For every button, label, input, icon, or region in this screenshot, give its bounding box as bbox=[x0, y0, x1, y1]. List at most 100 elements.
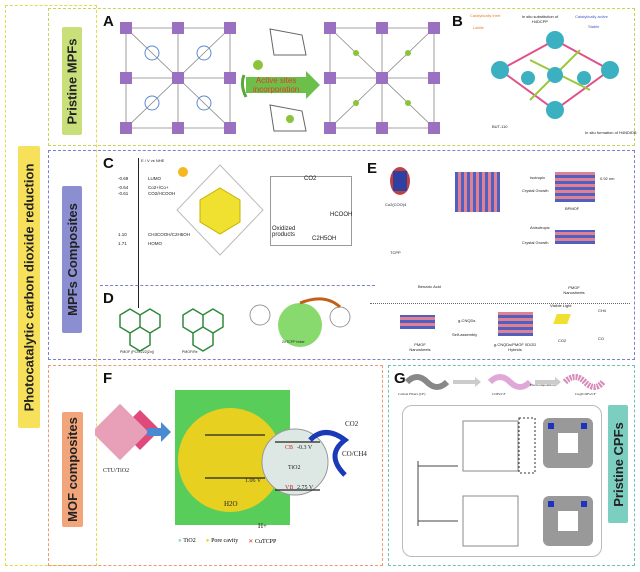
panel-pristine-cpfs bbox=[388, 365, 635, 566]
label: Isotropic bbox=[530, 175, 546, 180]
bpmof-icon bbox=[555, 172, 595, 202]
section-label: Pristine CPFs bbox=[608, 405, 628, 523]
label: Crystal Growth bbox=[522, 240, 549, 245]
axis-label: E / V vs NHE bbox=[141, 158, 165, 163]
label: 1.06 V bbox=[245, 478, 262, 484]
panel-letter: G bbox=[394, 370, 406, 387]
panel-mof-composites bbox=[48, 365, 383, 566]
mof-lattice-active-icon bbox=[324, 22, 440, 134]
label: g-CNQDs/PMOF 0D/2D Hybrids bbox=[493, 342, 537, 352]
section-title: Pristine MPFs bbox=[64, 38, 80, 124]
panel-letter: F bbox=[103, 370, 113, 387]
label: HCOOH bbox=[330, 212, 353, 218]
label: PMOF Nanosheets bbox=[563, 285, 585, 295]
label: Cu@COFs/CF bbox=[575, 392, 596, 396]
ctu-tio2-mechanism-icon bbox=[95, 390, 350, 525]
panel-letter: C bbox=[103, 155, 114, 172]
label: 2.75 V bbox=[297, 485, 314, 491]
legend-item: ● Pore cavity bbox=[206, 538, 238, 545]
label: CO2 bbox=[558, 338, 567, 343]
arrow-text: Active sites bbox=[255, 76, 297, 85]
level-value: 1.71 bbox=[118, 241, 127, 246]
label: BPMOF bbox=[565, 206, 580, 211]
nanosheet-icon bbox=[555, 230, 595, 244]
tio2-dot-icon: ● bbox=[178, 538, 182, 544]
label: In situ substitution of H4DCPP bbox=[521, 14, 559, 24]
legend-label: TiO2 bbox=[183, 538, 196, 544]
legend: ● TiO2 ● Pore cavity ✕ CuTCPP bbox=[178, 538, 276, 545]
legend-label: Pore cavity bbox=[211, 538, 239, 544]
section-title: MOF composites bbox=[65, 417, 80, 522]
level-label: CH3COOH/C2H5OH bbox=[148, 232, 191, 237]
label: CH4 bbox=[598, 308, 607, 313]
label: Catalytically active bbox=[575, 14, 608, 19]
fiber-process-icon bbox=[405, 374, 605, 390]
label: Self-assembly bbox=[452, 332, 478, 337]
cross-icon: ✕ bbox=[248, 539, 254, 545]
label: Co2(COO)4 bbox=[385, 202, 407, 207]
but110-structure-icon bbox=[491, 31, 619, 119]
section-label: Pristine MPFs bbox=[62, 27, 82, 135]
panel-mpfs-composites bbox=[48, 150, 635, 360]
label: H+ bbox=[258, 522, 268, 530]
section-label: MOF composites bbox=[62, 412, 83, 527]
level-value: 1.10 bbox=[118, 232, 127, 237]
label: TiO2 bbox=[288, 465, 301, 471]
znTCPP-linker-icon bbox=[249, 297, 351, 347]
nanoparticle-mof-icon bbox=[176, 164, 264, 256]
level-label: HOMO bbox=[148, 241, 162, 246]
cof-structure-box bbox=[402, 405, 602, 557]
label: COFs/CF bbox=[492, 392, 506, 396]
level-value: -0.61 bbox=[118, 191, 129, 196]
section-title: Pristine CPFs bbox=[610, 421, 626, 507]
label: Catalytically inert bbox=[470, 13, 501, 18]
label: CO bbox=[598, 336, 604, 341]
divider bbox=[370, 303, 630, 304]
label: In situ formation of H4NDIDB bbox=[585, 130, 637, 135]
crystal-icon bbox=[455, 172, 500, 212]
label: Labile bbox=[473, 25, 484, 30]
label: PMOF (PCN-222(Zn)) bbox=[120, 350, 155, 354]
label: CB bbox=[285, 445, 294, 451]
section-label: MPFs Composites bbox=[62, 186, 82, 333]
energy-axis bbox=[138, 158, 139, 308]
level-label: CO2/HCOOH bbox=[148, 191, 176, 196]
legend-item: ● TiO2 bbox=[178, 538, 196, 545]
pmof-lattice-icon bbox=[119, 308, 224, 352]
label: CO/CH4 bbox=[342, 450, 367, 458]
porphyrin-icon bbox=[240, 28, 320, 132]
label: PMOF Nanosheets bbox=[409, 342, 431, 352]
label: Benzoic Acid bbox=[418, 284, 441, 289]
panel-letter: D bbox=[103, 290, 114, 307]
label: C2H5OH bbox=[312, 236, 337, 242]
label: g-CNQDs bbox=[458, 318, 476, 323]
label: -0.3 V bbox=[297, 445, 313, 451]
label: CTU/TiO2 bbox=[103, 468, 130, 474]
level-value: -0.69 bbox=[118, 176, 129, 181]
arrow-text: incorporation bbox=[253, 85, 300, 94]
label: CO2 bbox=[345, 420, 359, 428]
panel-pristine-mpfs bbox=[48, 8, 635, 146]
panel-letter: A bbox=[103, 13, 114, 30]
section-title: MPFs Composites bbox=[64, 203, 80, 316]
level-label: Co2+/Co+ bbox=[148, 185, 169, 190]
label: Anisotropic bbox=[530, 225, 550, 230]
label: Electrodeposition bbox=[530, 383, 555, 387]
label: CO2 bbox=[304, 176, 317, 182]
cof-structure-icon bbox=[417, 417, 593, 547]
label: Stable bbox=[588, 24, 600, 29]
label: 0.92 nm bbox=[600, 176, 615, 181]
label: Crystal Growth bbox=[522, 188, 549, 193]
legend-label: CuTCPP bbox=[254, 539, 277, 545]
mof-lattice-icon bbox=[120, 22, 236, 134]
label: PMOF/Re bbox=[182, 350, 198, 354]
main-title: Photocatalytic carbon dioxide reduction bbox=[21, 163, 37, 411]
divider bbox=[100, 285, 375, 286]
label: Visible Light bbox=[550, 303, 572, 308]
pore-dot-icon: ● bbox=[205, 538, 210, 544]
label: TCPP bbox=[390, 250, 401, 255]
inset-box bbox=[270, 176, 352, 246]
nanosheet-icon bbox=[400, 315, 435, 329]
label: ZnTCPP linker bbox=[282, 340, 305, 344]
